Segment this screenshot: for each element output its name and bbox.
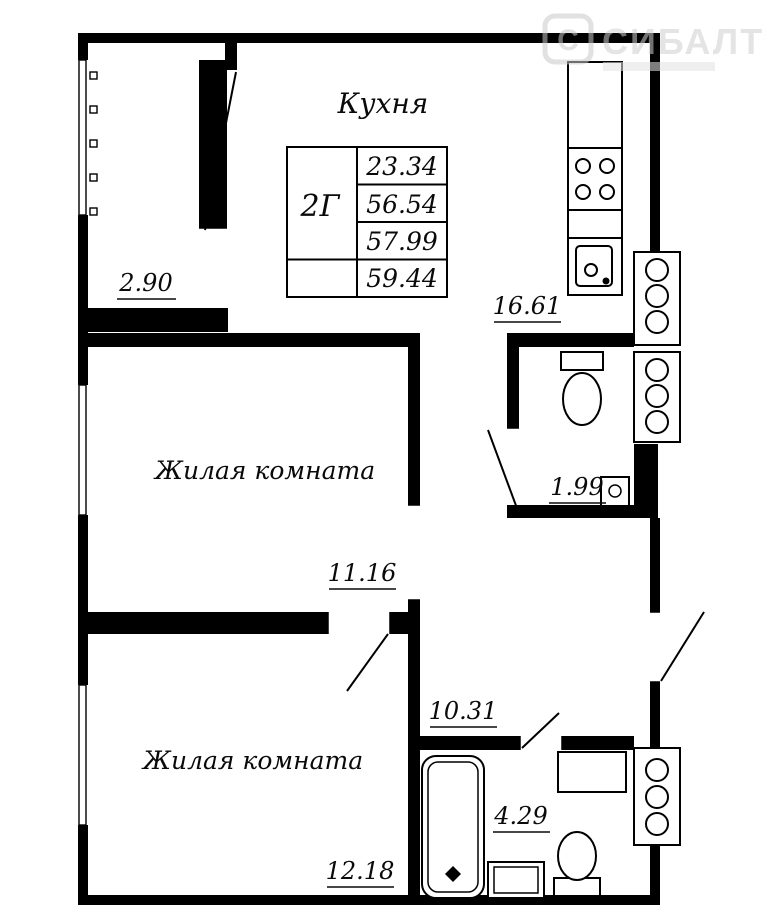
living2-area: 12.18 — [326, 857, 395, 885]
info-table: 2Г 23.34 56.54 57.99 59.44 — [286, 146, 448, 298]
door-jambs — [199, 227, 660, 750]
door-wc — [487, 429, 519, 512]
wall-wc-bottom — [507, 505, 634, 518]
wall-rooms-divider-stub — [390, 612, 420, 634]
wall-bottom — [78, 895, 660, 905]
wall-left-seg — [78, 825, 88, 905]
living2-label: Жилая комната — [141, 746, 363, 775]
wall-rooms-divider — [78, 612, 328, 634]
washbasin-icon — [600, 476, 630, 507]
washbasin-icon — [487, 861, 545, 899]
door-entrance — [660, 611, 705, 682]
toilet-icon — [560, 351, 604, 426]
door-swings — [204, 71, 705, 749]
vent-shaft-icon — [633, 251, 681, 346]
wall-balcony-bottom — [78, 308, 228, 332]
wall-living1-right-upper — [408, 347, 420, 505]
kitchen-label: Кухня — [337, 87, 429, 120]
kitchen-sink-icon — [575, 245, 613, 287]
wall-wc-left — [507, 347, 519, 428]
window-balcony — [78, 59, 87, 216]
glazing-tick — [89, 173, 98, 182]
living1-area: 11.16 — [328, 559, 397, 587]
kitchen-area: 16.61 — [493, 292, 562, 320]
hallway-area: 10.31 — [429, 697, 498, 725]
washing-machine-icon — [557, 751, 627, 793]
wall-balcony-stub — [225, 43, 237, 70]
watermark-logo-icon — [542, 13, 594, 65]
table-area-value: 57.99 — [366, 227, 438, 256]
door-bathroom — [521, 712, 560, 749]
glazing-tick — [89, 105, 98, 114]
wall-bathroom-top-right — [562, 736, 634, 750]
window-living2 — [78, 684, 87, 826]
apartment-type-label: 2Г — [300, 189, 341, 224]
kitchen-fixtures — [567, 61, 623, 296]
door-living2 — [346, 633, 389, 692]
watermark-subtext — [603, 62, 715, 71]
wall-left-seg — [78, 515, 88, 685]
wall-left-seg — [78, 33, 88, 60]
wall-bathroom-top-left — [408, 736, 520, 750]
glazing-tick — [89, 139, 98, 148]
vent-shaft-icon — [633, 351, 681, 443]
balcony-area: 2.90 — [118, 269, 172, 297]
watermark: С СИБАЛТ — [542, 13, 763, 71]
wall-right-seg — [650, 518, 660, 612]
wall-left-seg — [78, 215, 88, 385]
glazing-tick — [89, 71, 98, 80]
watermark-brand: СИБАЛТ — [602, 21, 763, 62]
glazing-tick — [89, 207, 98, 216]
bathroom-area: 4.29 — [493, 802, 547, 830]
room-labels: Кухня 16.61 2.90 Жилая комната 11.16 Жил… — [117, 87, 606, 888]
living1-label: Жилая комната — [153, 456, 375, 485]
watermark-logo-letter: С — [557, 24, 579, 57]
wc-fixtures — [560, 351, 630, 507]
table-area-value: 56.54 — [366, 190, 438, 219]
table-area-value: 23.34 — [365, 152, 438, 181]
vent-shafts — [633, 251, 681, 846]
wall-right-seg — [650, 682, 660, 748]
toilet-icon — [553, 831, 601, 897]
table-area-value: 59.44 — [366, 264, 438, 293]
duct-solid — [634, 444, 658, 518]
vent-shaft-icon — [633, 747, 681, 846]
stove-icon — [575, 158, 615, 200]
wall-wc-top — [507, 333, 634, 347]
wc-area: 1.99 — [550, 473, 603, 501]
window-living1 — [78, 384, 87, 516]
wall-kitchen-living — [78, 333, 420, 347]
walls — [78, 33, 660, 905]
door-balcony — [204, 71, 237, 231]
wall-top — [78, 33, 660, 43]
bathtub-icon — [421, 755, 485, 899]
wall-right-seg — [650, 43, 660, 252]
windows — [78, 59, 98, 826]
bathroom-fixtures — [421, 751, 627, 899]
wall-right-seg — [650, 845, 660, 905]
